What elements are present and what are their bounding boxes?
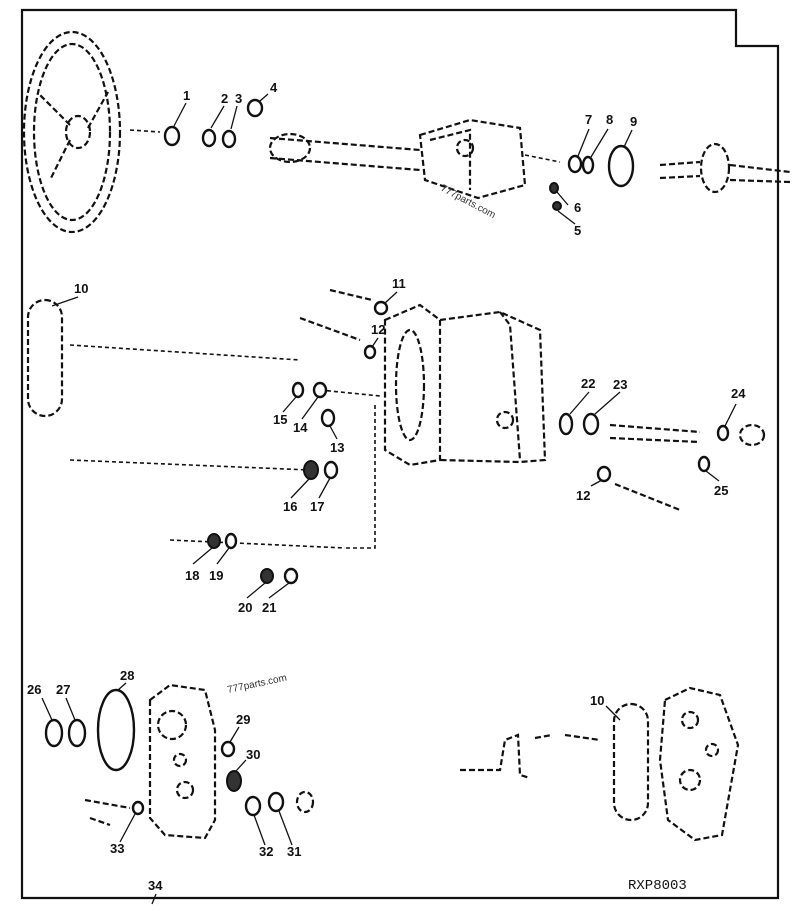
part-28-seal: [96, 688, 136, 772]
callout-12b: 12: [576, 488, 590, 503]
callout-18: 18: [185, 568, 199, 583]
part-17-o-ring: [323, 460, 339, 480]
part-5-nut: [552, 201, 562, 211]
callout-23: 23: [613, 377, 627, 392]
callout-24: 24: [731, 386, 746, 401]
part-23-bushing: [582, 412, 600, 436]
part-22-o-ring: [558, 412, 574, 436]
callout-28: 28: [120, 668, 134, 683]
part-26-ring: [44, 718, 64, 748]
figure-code: RXP8003: [628, 878, 687, 894]
part-10b-gasket: [612, 702, 650, 822]
steering-shaft: [129, 118, 791, 200]
part-12b-o-ring: [596, 465, 612, 483]
part-15-o-ring: [291, 381, 305, 399]
part-16-valve: [303, 460, 319, 480]
part-31-ring: [267, 791, 285, 813]
part-9-seal: [607, 144, 635, 188]
callout-25: 25: [714, 483, 728, 498]
end-plate: [460, 686, 740, 842]
callout-10b: 10: [590, 693, 604, 708]
part-21-plug: [283, 567, 299, 585]
part-32-ring: [244, 795, 262, 817]
callout-5: 5: [574, 223, 581, 238]
callout-16: 16: [283, 499, 297, 514]
callout-26: 26: [27, 682, 41, 697]
part-4-nut: [246, 98, 264, 118]
callout-6: 6: [574, 200, 581, 215]
steering-wheel: [22, 30, 122, 234]
callout-11: 11: [392, 276, 406, 291]
callout-19: 19: [209, 568, 223, 583]
part-18-valve: [207, 533, 221, 549]
watermark-top: 777parts.com: [439, 183, 498, 221]
callout-27: 27: [56, 682, 70, 697]
part-33-o-ring: [131, 800, 145, 816]
callout-7: 7: [585, 112, 592, 127]
callout-30: 30: [246, 747, 260, 762]
part-7-bearing: [567, 154, 583, 174]
part-20-plug: [260, 568, 274, 584]
callout-12a: 12: [371, 322, 385, 337]
callout-9: 9: [630, 114, 637, 129]
part-12-o-ring: [363, 344, 377, 360]
part-1-bushing: [163, 125, 181, 147]
part-3-washer: [221, 129, 237, 149]
diagram-frame: [20, 8, 780, 900]
valve-housing: [69, 288, 766, 549]
callout-1: 1: [183, 88, 190, 103]
part-19-o-ring: [224, 532, 238, 550]
part-27-ring: [67, 718, 87, 748]
part-11-o-ring: [373, 300, 389, 316]
callout-29: 29: [236, 712, 250, 727]
part-10-gasket: [26, 298, 64, 418]
watermark-bottom: 777parts.com: [226, 673, 288, 696]
callout-20: 20: [238, 600, 252, 615]
part-29-plug: [220, 740, 236, 758]
callout-17: 17: [310, 499, 324, 514]
callout-14: 14: [293, 420, 308, 435]
callout-22: 22: [581, 376, 595, 391]
callout-10a: 10: [74, 281, 88, 296]
part-30-valve: [226, 770, 242, 792]
end-cover: [84, 683, 315, 840]
callout-8: 8: [606, 112, 613, 127]
part-13-plug: [320, 408, 336, 428]
part-8-ring: [581, 155, 595, 175]
part-24-o-ring: [716, 424, 730, 442]
callout-2: 2: [221, 91, 228, 106]
callout-15: 15: [273, 412, 287, 427]
callout-3: 3: [235, 91, 242, 106]
callout-34: 34: [148, 878, 163, 893]
callout-13: 13: [330, 440, 344, 455]
callout-31: 31: [287, 844, 301, 859]
callout-32: 32: [259, 844, 273, 859]
part-25-o-ring: [697, 455, 711, 473]
callout-33: 33: [110, 841, 124, 856]
leader-lines: [41, 93, 737, 905]
part-14-plug: [312, 381, 328, 399]
part-2-washer: [201, 128, 217, 148]
part-6-washer: [549, 182, 559, 194]
callout-4: 4: [270, 80, 278, 95]
callout-21: 21: [262, 600, 276, 615]
